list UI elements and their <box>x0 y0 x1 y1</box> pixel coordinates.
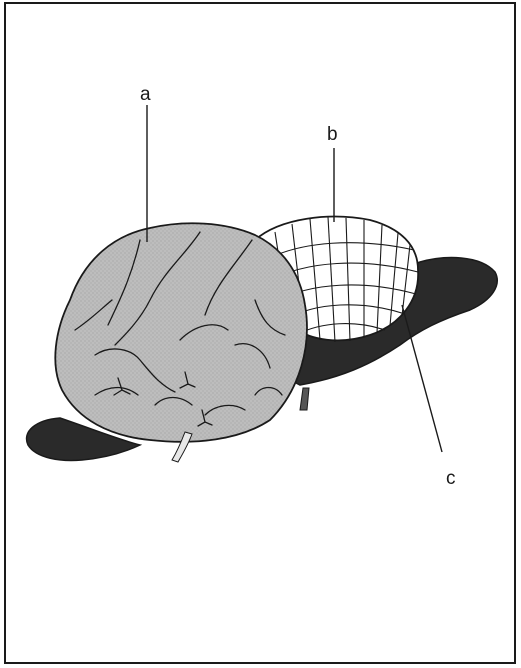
label-c: c <box>446 468 456 489</box>
label-a: a <box>140 84 151 105</box>
label-b: b <box>327 124 338 145</box>
